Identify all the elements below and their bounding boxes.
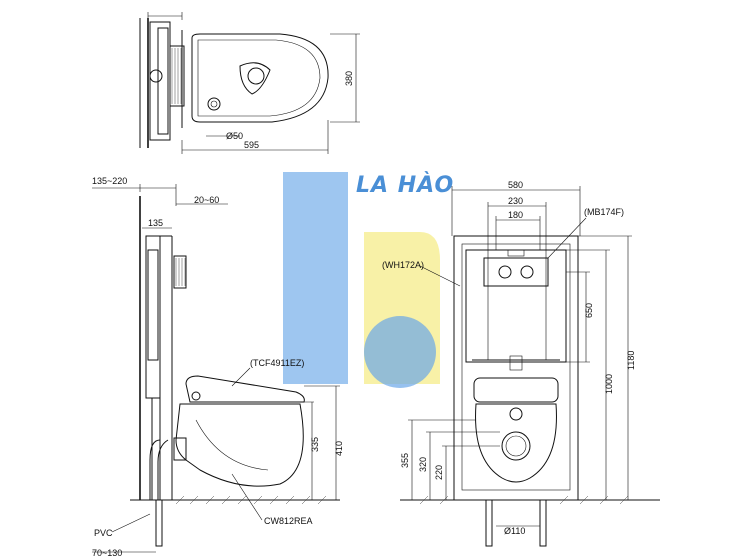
- side-seat-height-dim: 335: [310, 437, 320, 452]
- front-drain-dia-dim: Ø110: [504, 526, 525, 536]
- front-plate-height-dim: 650: [584, 303, 594, 318]
- side-view: 135~220 20~60 135: [92, 176, 344, 558]
- watermark-brand-text: LA HÀO: [356, 172, 454, 198]
- front-frame-label: (WH172A): [382, 260, 424, 270]
- front-drain-355-dim: 355: [400, 453, 410, 468]
- front-frame-height-dim: 1000: [604, 374, 614, 394]
- top-view: 380 Ø50 595: [139, 12, 360, 154]
- front-total-height-dim: 1180: [626, 351, 636, 370]
- side-pipe-label: PVC: [94, 528, 113, 538]
- side-pipe-range-dim: 70~130: [92, 548, 122, 558]
- watermark-logo: LA HÀO: [283, 172, 454, 388]
- side-seat-label: (TCF4911EZ): [250, 358, 304, 368]
- side-rim-height-dim: 410: [334, 441, 344, 456]
- front-drain-320-dim: 320: [418, 457, 428, 472]
- front-plate-width-dim: 230: [508, 196, 523, 206]
- front-total-width-dim: 580: [508, 180, 523, 190]
- front-plate-label: (MB174F): [584, 207, 624, 217]
- top-width-dim: 595: [244, 140, 259, 150]
- watermark-blue-circle: [364, 316, 436, 388]
- front-inner-width-dim: 180: [508, 210, 523, 220]
- side-frame-dim: 135: [148, 218, 163, 228]
- side-bowl-label: CW812REA: [264, 516, 313, 526]
- top-pipe-dim: Ø50: [226, 131, 243, 141]
- side-gap-dim: 20~60: [194, 195, 219, 205]
- watermark-blue-bar: [283, 172, 348, 384]
- front-view: 580 230 180 (: [382, 180, 660, 547]
- side-wall-dim: 135~220: [92, 176, 127, 186]
- front-drain-220-dim: 220: [434, 465, 444, 480]
- top-depth-dim: 380: [344, 71, 354, 86]
